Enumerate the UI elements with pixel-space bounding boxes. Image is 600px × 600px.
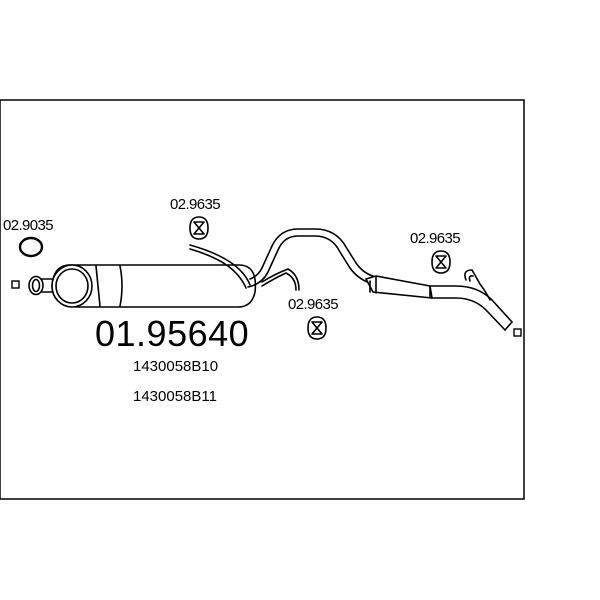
gasket-label: 02.9035 <box>3 217 53 234</box>
oem-number-2: 1430058B11 <box>133 388 217 405</box>
pipe-end-marker-left-icon <box>11 280 20 289</box>
main-part-number: 01.95640 <box>95 313 249 354</box>
tailpipe-icon <box>464 269 491 301</box>
hanger-1-label: 02.9635 <box>170 196 220 213</box>
oem-number-1: 1430058B10 <box>133 358 218 375</box>
silencer-strap <box>189 244 251 286</box>
diagram-frame <box>0 99 525 500</box>
rubber-hanger-icon <box>431 250 451 274</box>
gasket-ring-icon <box>18 236 44 258</box>
silencer-icon <box>51 264 257 308</box>
rubber-hanger-icon <box>189 216 209 240</box>
hanger-2-label: 02.9635 <box>288 296 338 313</box>
hanger-3-label: 02.9635 <box>410 230 460 247</box>
pipe-bracket-strap <box>261 268 300 291</box>
inlet-pipe <box>28 275 81 296</box>
rear-pipe <box>365 275 513 331</box>
rubber-hanger-icon <box>307 316 327 340</box>
pipe-end-marker-right-icon <box>513 328 522 337</box>
silencer-strap-2 <box>189 248 247 289</box>
connecting-pipe <box>247 228 374 288</box>
